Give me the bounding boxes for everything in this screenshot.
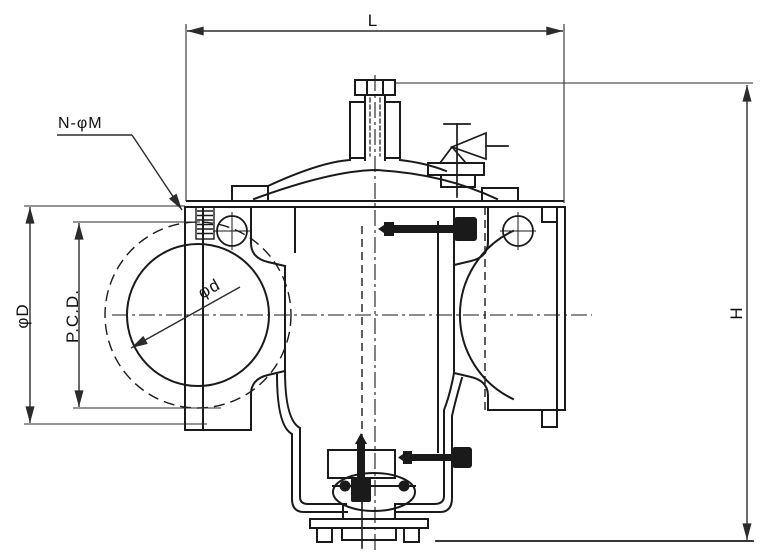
vent-boss-plate: [427, 162, 485, 176]
dim-label-length: L: [368, 11, 378, 30]
valve-body-outline: [126, 79, 754, 549]
inlet-bore-circle: [126, 243, 270, 387]
bottom-right-tab: [403, 527, 420, 543]
center-bolt-housing: [349, 101, 401, 159]
bottom-pipe-stub: [341, 527, 397, 541]
dim-label-height: H: [727, 306, 746, 319]
bottom-left-tab: [316, 527, 333, 543]
sump-walls: [275, 369, 464, 513]
drain-plug: [339, 433, 410, 502]
dim-label-flange-od: φD: [13, 303, 32, 328]
drain-flange-bolt-right: [398, 480, 410, 492]
bottom-drain-flange: [309, 503, 429, 543]
leader-phid: [130, 286, 241, 349]
drain-flange-bolt-left: [339, 480, 351, 492]
dimension-labels: L H φD P.C.D. φd N-φM: [13, 11, 746, 343]
vent-boss-riser: [440, 174, 476, 188]
bolt-hole-top-left: [213, 212, 251, 250]
outlet-bowl-arc: [458, 229, 515, 401]
vent-cone: [438, 145, 468, 165]
left-flange: [184, 206, 287, 431]
dimension-lines: [24, 24, 753, 540]
dim-label-bolt-holes: N-φM: [58, 115, 103, 132]
knurled-nut-top: [454, 217, 477, 241]
knurled-drain-knob: [351, 478, 371, 502]
tapped-hole-section: [195, 206, 215, 240]
screen-bolt-bottom: [398, 447, 472, 468]
center-bolt: [354, 79, 396, 161]
cover-dome-arc-right: [398, 158, 448, 173]
cover-dome-arc: [266, 158, 352, 188]
flange-bolt-holes: [195, 206, 536, 250]
cover-assembly: [231, 158, 519, 202]
bolt-hole-top-right: [500, 212, 536, 250]
centerlines: [112, 75, 592, 552]
screen-bolt-top: [378, 217, 477, 241]
dim-label-pitch-circle: P.C.D.: [63, 289, 82, 343]
leader-NphiM: [131, 134, 183, 211]
hardware: [339, 217, 477, 502]
cover-inner-arc: [252, 168, 499, 201]
knurled-nut-bottom: [452, 447, 472, 468]
air-vent-symbol: [427, 123, 509, 198]
